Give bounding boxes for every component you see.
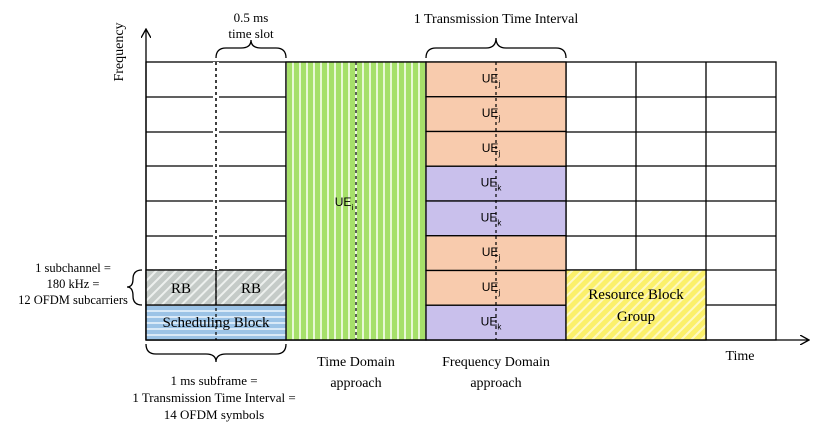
time-domain-block: UEi <box>285 61 427 341</box>
ue-j-label: UEj <box>482 106 501 123</box>
tti-label: 1 Transmission Time Interval <box>414 12 579 27</box>
subchannel-line3: 12 OFDM subcarriers <box>18 293 128 307</box>
rbg-label-line1: Resource Block <box>588 287 684 303</box>
ue-j-label: UEj <box>482 71 501 88</box>
slot-name-label: time slot <box>228 26 274 41</box>
subframe-line1: 1 ms subframe = <box>170 373 257 388</box>
subchannel-brace <box>126 269 143 306</box>
slot-brace <box>215 39 287 59</box>
ue-k-label: UEk <box>481 315 503 332</box>
rbg-label-line2: Group <box>617 309 655 325</box>
tti-brace <box>425 37 567 59</box>
slot-duration-label: 0.5 ms <box>234 10 269 25</box>
frequency-axis-label: Frequency <box>112 22 127 81</box>
subchannel-line1: 1 subchannel = <box>35 261 111 275</box>
subframe-line3: 14 OFDM symbols <box>164 407 264 422</box>
ue-row-j <box>425 96 567 133</box>
subframe-line2: 1 Transmission Time Interval = <box>132 390 295 405</box>
ue-row-j <box>425 269 567 306</box>
time-domain-caption-line1: Time Domain <box>317 355 395 370</box>
ue-j-label: UEj <box>482 245 501 262</box>
rb-label-1: RB <box>171 281 191 297</box>
ue-k-label: UEk <box>481 176 503 193</box>
ue-row-j <box>425 235 567 272</box>
ue-i-label: UEi <box>335 195 354 212</box>
ue-k-label: UEk <box>481 210 503 227</box>
time-axis-label: Time <box>725 349 754 364</box>
rb-label-2: RB <box>241 281 261 297</box>
axes <box>146 30 808 340</box>
subframe-brace <box>145 343 287 363</box>
ue-j-label: UEj <box>482 280 501 297</box>
resource-blocks: RB RB <box>145 269 287 306</box>
frequency-domain-caption-line2: approach <box>470 376 521 391</box>
ue-j-label: UEj <box>482 141 501 158</box>
subchannel-line2: 180 kHz = <box>47 277 100 291</box>
frequency-domain-caption-line1: Frequency Domain <box>442 355 550 370</box>
resource-block-group: Resource Block Group <box>565 269 707 341</box>
time-domain-caption-line2: approach <box>330 376 381 391</box>
rbg-rect <box>565 269 707 341</box>
